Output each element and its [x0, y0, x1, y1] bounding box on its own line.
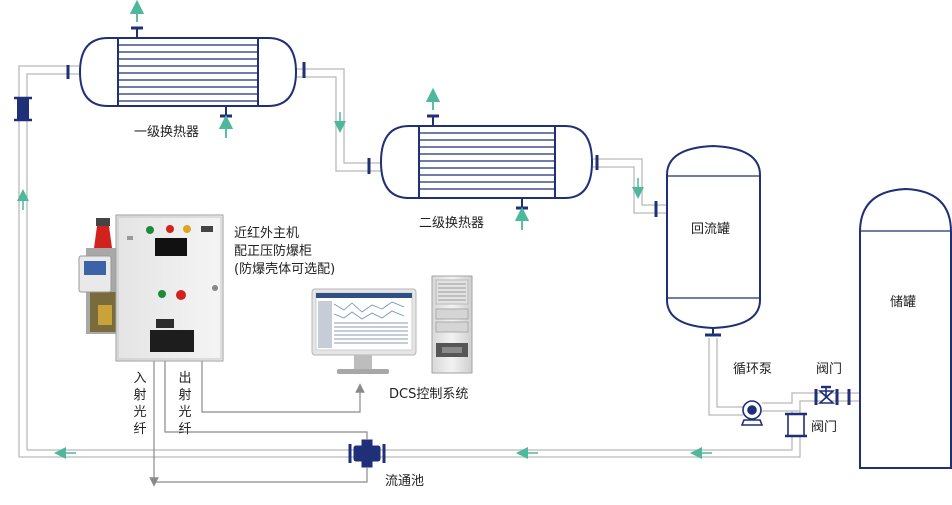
fiber-in-label: 入射光纤 [133, 371, 147, 437]
optical-fibers [149, 360, 368, 487]
storage-tank [859, 187, 952, 469]
dcs-label: DCS控制系统 [389, 387, 469, 402]
fiber-out-label: 出射光纤 [178, 371, 192, 437]
dcs-monitor [311, 288, 417, 374]
nir-cabinet [78, 214, 224, 362]
flow-cell [348, 439, 386, 468]
valve-side-label: 阀门 [811, 420, 838, 435]
valve-top [814, 385, 851, 405]
nir-label-line2: 配正压防爆柜 [234, 244, 313, 259]
dcs-server [431, 275, 473, 374]
nir-label-line1: 近红外主机 [234, 226, 300, 241]
left-pipe-flange [14, 96, 32, 122]
hx1-cooling-arrows [129, 0, 234, 138]
storage-tank-label: 储罐 [890, 295, 917, 310]
reflux-tank-label: 回流罐 [691, 222, 731, 237]
nir-label-line3: (防爆壳体可选配) [234, 262, 336, 277]
reflux-tank [654, 144, 761, 337]
pump-label: 循环泵 [733, 362, 773, 377]
nir-host-label: 近红外主机 配正压防爆柜 (防爆壳体可选配) [234, 225, 335, 279]
valve-side [785, 412, 807, 438]
hx2-label: 二级换热器 [419, 216, 485, 231]
circulation-pump [740, 400, 764, 426]
heat-exchanger-2 [367, 114, 599, 210]
flow-cell-label: 流通池 [385, 474, 425, 489]
hx2-cooling-arrows [425, 87, 530, 230]
heat-exchanger-1 [66, 26, 306, 118]
valve-top-label: 阀门 [816, 362, 843, 377]
hx1-label: 一级换热器 [134, 125, 200, 140]
flow-arrows [17, 112, 712, 459]
